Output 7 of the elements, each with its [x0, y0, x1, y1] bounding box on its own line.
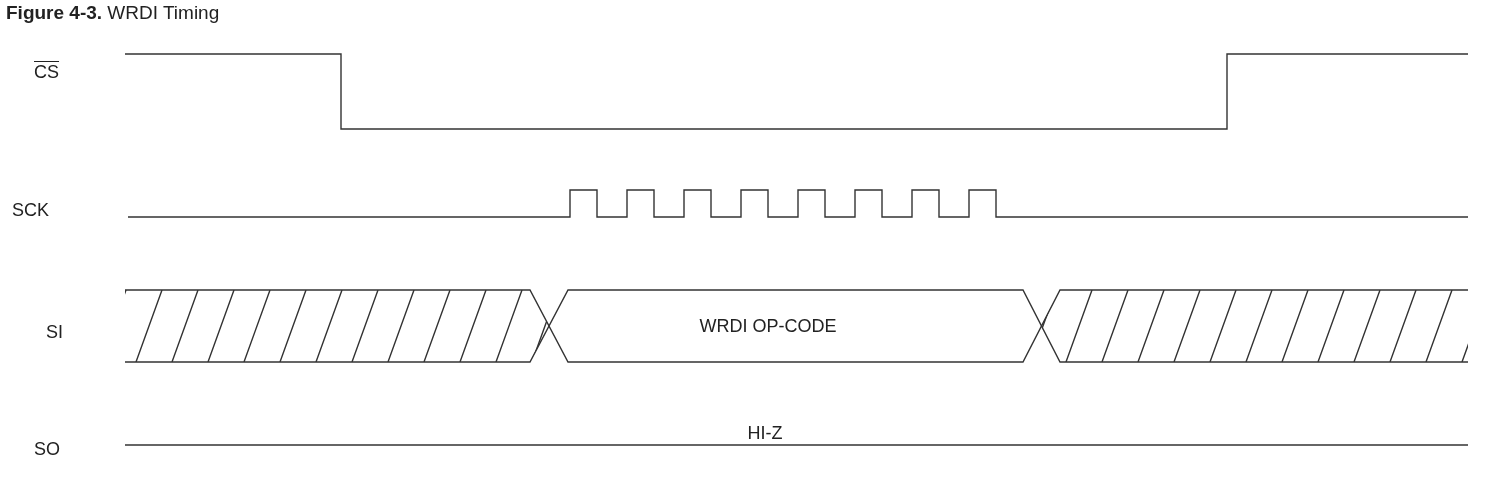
bus-value-label: WRDI OP-CODE — [699, 317, 837, 335]
state-label: HI-Z — [747, 424, 783, 442]
signal-label: SI — [46, 323, 63, 341]
figure-title: Figure 4-3. WRDI Timing — [6, 2, 220, 24]
signal-label: CS — [34, 63, 59, 81]
signal-label: SO — [34, 440, 60, 458]
signal-label: SCK — [12, 201, 49, 219]
